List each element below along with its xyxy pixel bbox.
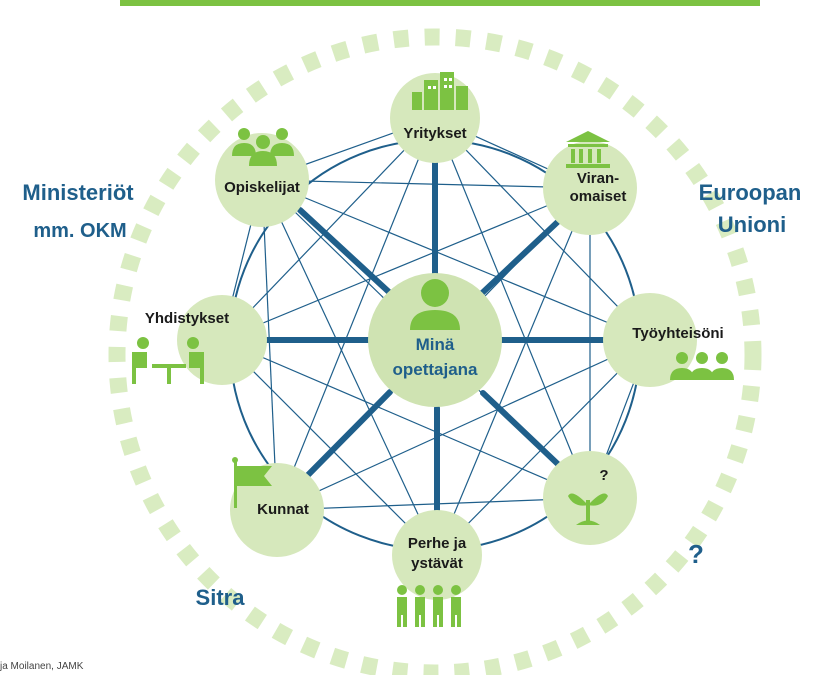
node-label-yhdistykset: Yhdistykset: [145, 310, 229, 327]
outer-label-eu-1: Euroopan: [699, 180, 802, 205]
students-icon: [232, 128, 294, 166]
node-label-unknown: ?: [599, 467, 608, 484]
center-label-line1: Minä: [416, 335, 455, 354]
meeting-icon: [132, 337, 204, 384]
coworkers-icon: [670, 352, 734, 380]
sprout-icon: [568, 493, 608, 525]
outer-label-question: ?: [688, 539, 704, 569]
outer-label-ministeriot-1: Ministeriöt: [22, 180, 134, 205]
center-label-line2: opettajana: [392, 360, 478, 379]
node-tyoyhteisoni: [603, 293, 697, 387]
flag-icon: [232, 457, 272, 508]
buildings-icon: [412, 72, 468, 110]
person-icon: [410, 279, 460, 330]
node-label-yritykset: Yritykset: [403, 125, 466, 142]
node-label-perhe-2: ystävät: [411, 555, 463, 572]
outer-dashed-ring: [108, 28, 762, 675]
node-label-viranomaiset-1: Viran-: [577, 170, 619, 187]
node-label-kunnat: Kunnat: [257, 501, 309, 518]
node-label-viranomaiset-2: omaiset: [570, 188, 627, 205]
outer-label-ministeriot-2: mm. OKM: [33, 220, 126, 242]
cropped-title-fragment: [120, 0, 760, 6]
node-opiskelijat: [215, 133, 309, 227]
node-unknown: [543, 451, 637, 545]
government-building-icon: [566, 131, 610, 168]
family-icon: [397, 585, 461, 627]
node-perhe: [392, 510, 482, 600]
outer-label-sitra: Sitra: [196, 585, 246, 610]
thick-spokes: [257, 157, 613, 521]
node-kunnat: [230, 463, 324, 557]
outer-label-eu-2: Unioni: [718, 212, 786, 237]
node-label-perhe-1: Perhe ja: [408, 535, 467, 552]
node-label-opiskelijat: Opiskelijat: [224, 179, 300, 196]
credit-text: ja Moilanen, JAMK: [0, 661, 84, 672]
node-label-tyoyhteisoni: Työyhteisöni: [632, 325, 723, 342]
center-node: [368, 273, 502, 407]
